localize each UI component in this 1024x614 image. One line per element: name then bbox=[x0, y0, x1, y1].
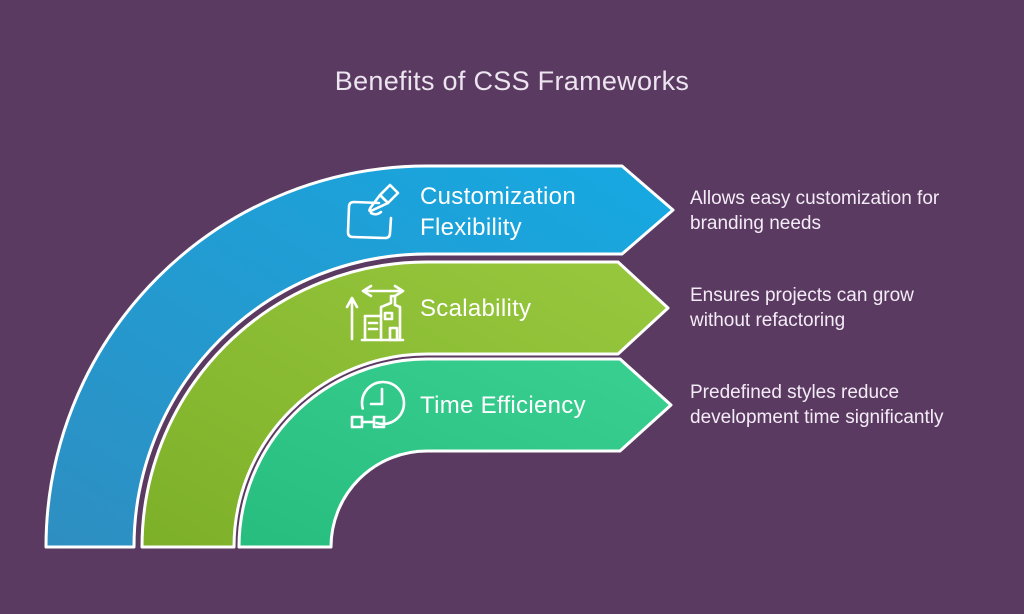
band-customization-flexibility bbox=[44, 164, 675, 549]
clock-time-icon bbox=[349, 379, 411, 435]
band-label-line: Flexibility bbox=[420, 214, 522, 241]
band-time-efficiency bbox=[237, 357, 673, 549]
description-line: Ensures projects can grow bbox=[690, 285, 914, 306]
paintbrush-icon bbox=[341, 182, 401, 244]
description-line: development time significantly bbox=[690, 407, 944, 428]
band-label-time-efficiency: Time Efficiency bbox=[420, 390, 586, 421]
description-scalability: Ensures projects can grow without refact… bbox=[690, 283, 1020, 333]
band-label-scalability: Scalability bbox=[420, 293, 531, 324]
page-title: Benefits of CSS Frameworks bbox=[334, 66, 690, 96]
scalable-building-icon bbox=[344, 283, 408, 343]
band-label-line: Time Efficiency bbox=[420, 392, 586, 419]
band-label-line: Scalability bbox=[420, 295, 532, 322]
band-scalability bbox=[140, 260, 670, 549]
description-time-efficiency: Predefined styles reduce development tim… bbox=[690, 380, 1020, 430]
description-customization-flexibility: Allows easy customization for branding n… bbox=[690, 186, 1020, 236]
description-line: Allows easy customization for bbox=[690, 188, 940, 209]
description-line: without refactoring bbox=[690, 310, 846, 331]
description-line: Predefined styles reduce bbox=[690, 382, 900, 403]
band-label-line: Customization bbox=[420, 183, 576, 210]
description-line: branding needs bbox=[690, 213, 821, 234]
band-label-customization-flexibility: Customization Flexibility bbox=[420, 181, 576, 243]
